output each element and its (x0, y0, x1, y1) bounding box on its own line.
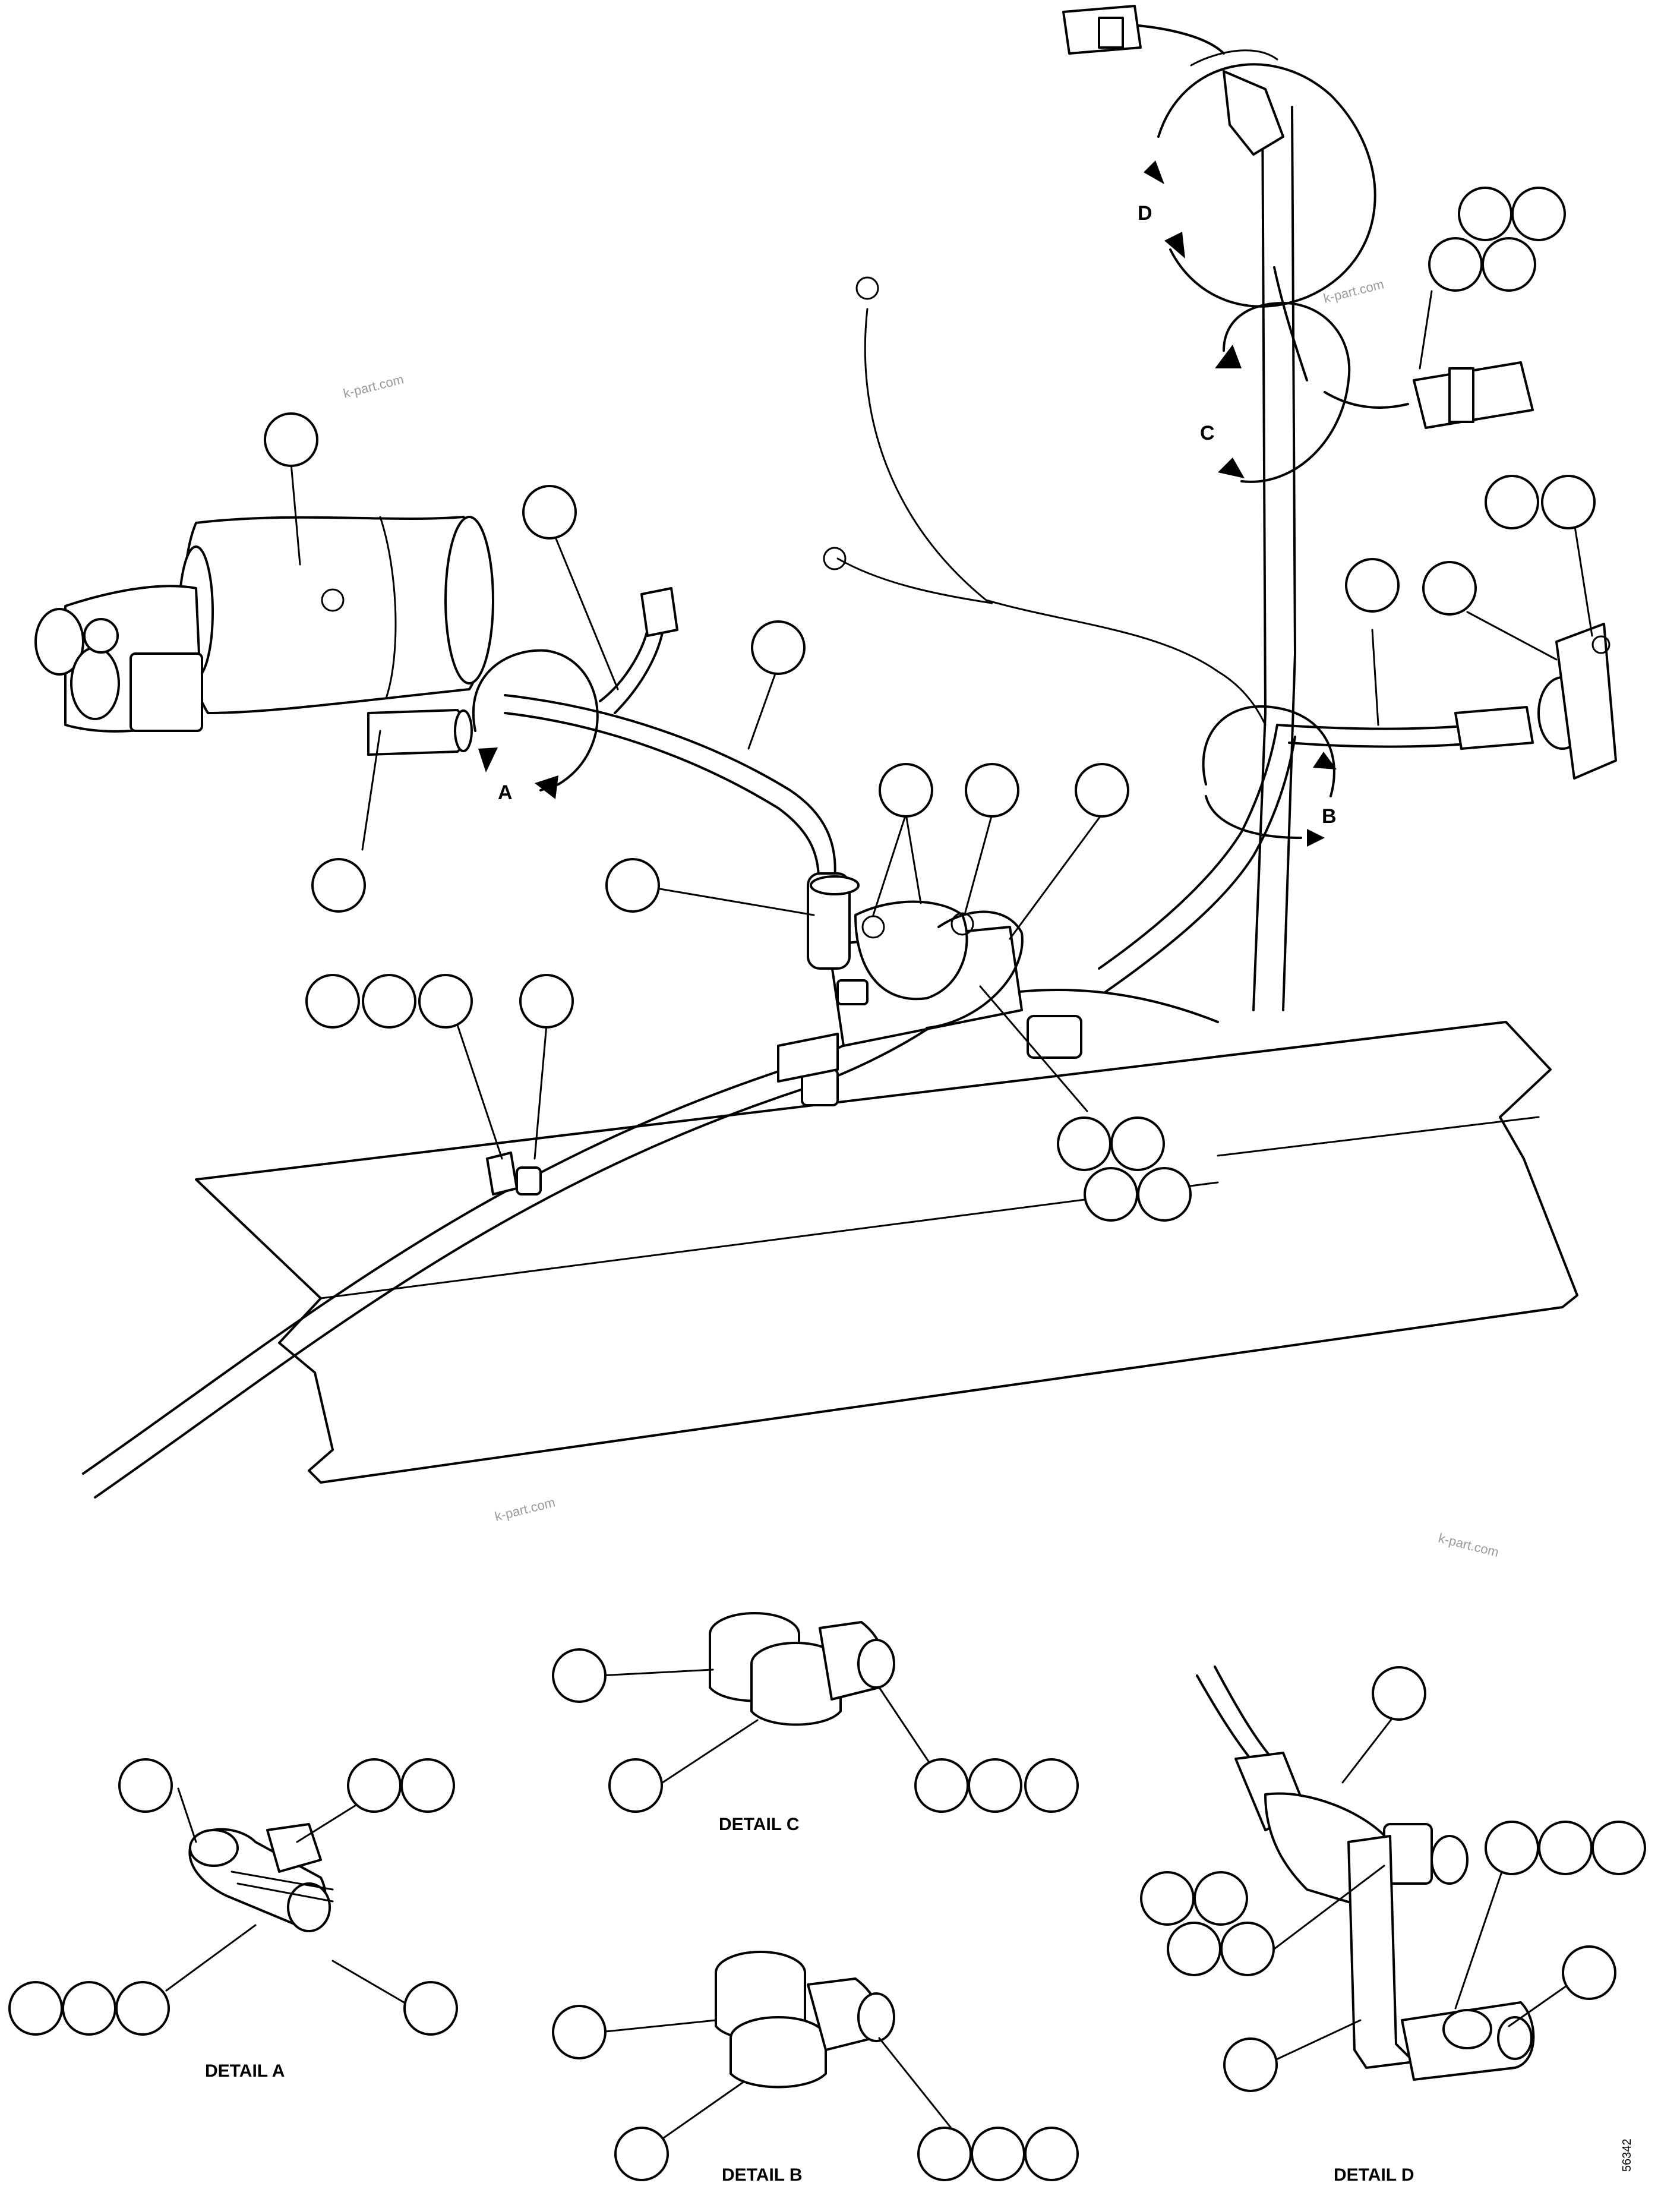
detail-callout-a: A (472, 649, 599, 804)
detail-callouts: A B C D (472, 63, 1376, 847)
upright-mast (1190, 49, 1296, 1011)
detail-a-drawing: DETAIL A (8, 1758, 458, 2081)
detail-b-drawing: DETAIL B (552, 1951, 1079, 2185)
watermark: k-part.com (342, 371, 405, 400)
detail-c-drawing: DETAIL C (552, 1612, 1079, 1834)
starter-motor (34, 516, 494, 756)
watermark: k-part.com (1322, 276, 1385, 305)
drawing-number: 56342 (1621, 2138, 1634, 2172)
ring-terminals (640, 276, 879, 637)
watermark: k-part.com (1437, 1531, 1501, 1560)
callout-label-d: D (1138, 202, 1152, 225)
detail-d-caption: DETAIL D (1334, 2165, 1414, 2185)
detail-callout-c: C (1200, 302, 1351, 483)
main-balloons (264, 187, 1596, 1222)
callout-label-a: A (498, 781, 513, 804)
detail-d-drawing: DETAIL D (1140, 1665, 1646, 2185)
detail-c-caption: DETAIL C (719, 1815, 800, 1834)
detail-callout-b: B (1202, 705, 1337, 847)
beam-clamps (486, 1033, 839, 1195)
detail-callout-d: D (1138, 63, 1376, 308)
connector-c (1413, 361, 1534, 429)
frame-beam (195, 1021, 1578, 1484)
watermark: k-part.com (493, 1494, 557, 1523)
connector-b (1454, 623, 1617, 780)
detail-b-caption: DETAIL B (722, 2165, 803, 2185)
top-connectors (1062, 5, 1284, 156)
detail-a-caption: DETAIL A (205, 2061, 285, 2081)
callout-label-c: C (1200, 422, 1215, 444)
center-relay (801, 872, 1082, 1106)
callout-label-b: B (1322, 805, 1337, 828)
